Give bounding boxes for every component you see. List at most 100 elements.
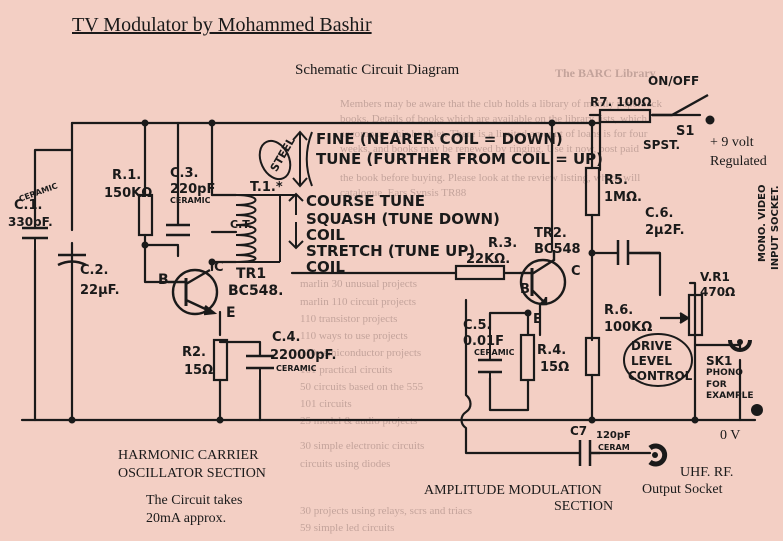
background-line: accompany this booklet. There is a limit… xyxy=(340,128,648,140)
c1-wire xyxy=(33,148,74,422)
background-line: the book before buying. Please look at t… xyxy=(340,172,641,184)
supply-regulated-label: Regulated xyxy=(710,154,767,169)
tr2-emitter-pin: E xyxy=(533,312,542,327)
vr1-value-label: 470Ω xyxy=(700,285,736,299)
r2-label: R2. xyxy=(182,345,206,360)
c1-label: C.1. xyxy=(14,198,43,213)
background-row: 30 projects using relays, scrs and triac… xyxy=(300,505,472,517)
r3-label: R.3. xyxy=(488,236,518,251)
c4-value-label: 22000pF. xyxy=(270,348,337,363)
c5-label: C.5. xyxy=(463,318,492,333)
background-row: marlin 30 unusual projects xyxy=(300,278,418,290)
am-section-label: AMPLITUDE MODULATION xyxy=(424,483,602,498)
phono-socket-sk1 xyxy=(728,339,752,352)
fine-tune-label: FINE (NEARER COIL = DOWN) xyxy=(316,130,563,148)
r3-value-label: 22KΩ. xyxy=(466,252,511,267)
drive-level-outline xyxy=(623,333,693,387)
tr2-label: TR2. xyxy=(534,226,567,241)
current-note-line-1: The Circuit takes xyxy=(146,493,243,508)
c7-type-label: CERAM xyxy=(598,443,630,452)
background-row: 59 simple led circuits xyxy=(300,522,395,534)
c3-label: C.3. xyxy=(170,166,199,181)
background-row: 110 ways to use projects xyxy=(300,330,408,342)
background-line: Members may be aware that the club holds… xyxy=(340,98,662,110)
resistor-r7 xyxy=(598,108,652,124)
uhf-rf-label: UHF. RF. xyxy=(680,465,734,480)
c3-value-label: 220pF xyxy=(170,182,216,197)
r5-wire xyxy=(590,121,620,255)
resistor-r3 xyxy=(454,264,506,281)
s1-label: S1 xyxy=(676,124,695,139)
c3-type-label: CERAMIC xyxy=(170,196,211,205)
background-row: 110 transistor projects xyxy=(300,313,398,325)
r1-wire xyxy=(143,121,170,284)
c5-type-label: CERAMIC xyxy=(474,348,515,357)
resistor-r6 xyxy=(584,336,601,377)
c2-label: C.2. xyxy=(80,263,109,278)
oscillator-section-label: OSCILLATOR SECTION xyxy=(118,466,266,481)
vr1-label: V.R1 xyxy=(700,270,730,284)
c7-label: C7 xyxy=(570,424,588,438)
tr1-label: TR1 xyxy=(236,266,267,282)
coil-t1 xyxy=(235,194,281,263)
switch-s1 xyxy=(652,93,709,117)
zero-volt-label: 0 V xyxy=(720,428,741,443)
c6-label: C.6. xyxy=(645,206,674,221)
ground-terminal xyxy=(751,404,763,416)
resistor-r5 xyxy=(584,166,601,217)
supply-voltage-label: + 9 volt xyxy=(710,135,754,150)
squash-label: SQUASH (TUNE DOWN) xyxy=(306,210,500,228)
r7-label: R7. 100Ω xyxy=(590,95,652,109)
background-row: 50 circuits based on the 555 xyxy=(300,381,424,393)
input-socket-label: INPUT SOCKET. xyxy=(770,185,781,270)
coil-label-2: COIL xyxy=(306,258,345,276)
course-tune-label: COURSE TUNE xyxy=(306,192,425,210)
on-off-label: ON/OFF xyxy=(648,74,700,88)
c7-value-label: 120pF xyxy=(596,430,631,441)
c4-type-label: CERAMIC xyxy=(276,364,317,373)
emitter-link-wire xyxy=(460,298,582,455)
background-row: circuits using diodes xyxy=(300,458,391,470)
capacitor-c3 xyxy=(166,223,190,237)
t1-label: T.1.* xyxy=(250,180,283,195)
control-label: CONTROL xyxy=(628,369,693,383)
background-row: 30 simple electronic circuits xyxy=(300,440,425,452)
c1-value-label: 330pF. xyxy=(8,215,53,229)
background-header: The BARC Library xyxy=(555,66,656,80)
mono-video-label: MONO. VIDEO xyxy=(757,184,768,262)
background-row: marlin 110 circuit projects xyxy=(300,296,416,308)
vr1-wire xyxy=(688,281,697,422)
transistor-tr1 xyxy=(168,268,219,316)
harmonic-section-label: HARMONIC CARRIER xyxy=(118,448,259,463)
spst-label: SPST. xyxy=(643,138,681,152)
capacitor-c6 xyxy=(616,240,660,265)
current-note-line-2: 20mA approx. xyxy=(146,511,227,526)
coil-label-1: COIL xyxy=(306,226,345,244)
background-row: 101 circuits xyxy=(300,398,352,410)
ct-label: C.T. xyxy=(230,218,253,231)
tr1-base-pin: B xyxy=(158,272,169,288)
am-section-label-2: SECTION xyxy=(554,499,614,514)
capacitor-c1 xyxy=(22,226,48,250)
uhf-output-socket xyxy=(648,443,668,467)
r5-value-label: 1MΩ. xyxy=(604,190,642,205)
r5-label: R5. xyxy=(604,173,628,188)
c6-wire xyxy=(638,251,662,297)
r4-wire xyxy=(488,311,530,412)
tr1-collector-pin: C xyxy=(214,260,224,275)
c3-wire xyxy=(143,121,180,258)
r4-label: R.4. xyxy=(537,343,567,358)
capacitor-c5 xyxy=(478,330,502,378)
c4-label: C.4. xyxy=(272,330,301,345)
page-subtitle: Schematic Circuit Diagram xyxy=(295,62,460,78)
for-label: FOR xyxy=(706,380,727,390)
resistor-r1 xyxy=(137,193,154,237)
background-row: 110 semiconductor projects xyxy=(300,347,422,359)
c6-value-label: 2μ2F. xyxy=(645,223,685,238)
background-line: weeks, and books may be renewed by ringi… xyxy=(340,143,639,155)
tr1-emitter-pin: E xyxy=(226,305,236,321)
resistor-r2 xyxy=(212,338,229,382)
transistor-tr2 xyxy=(519,250,567,306)
r1-value-label: 150KΩ xyxy=(104,186,153,201)
